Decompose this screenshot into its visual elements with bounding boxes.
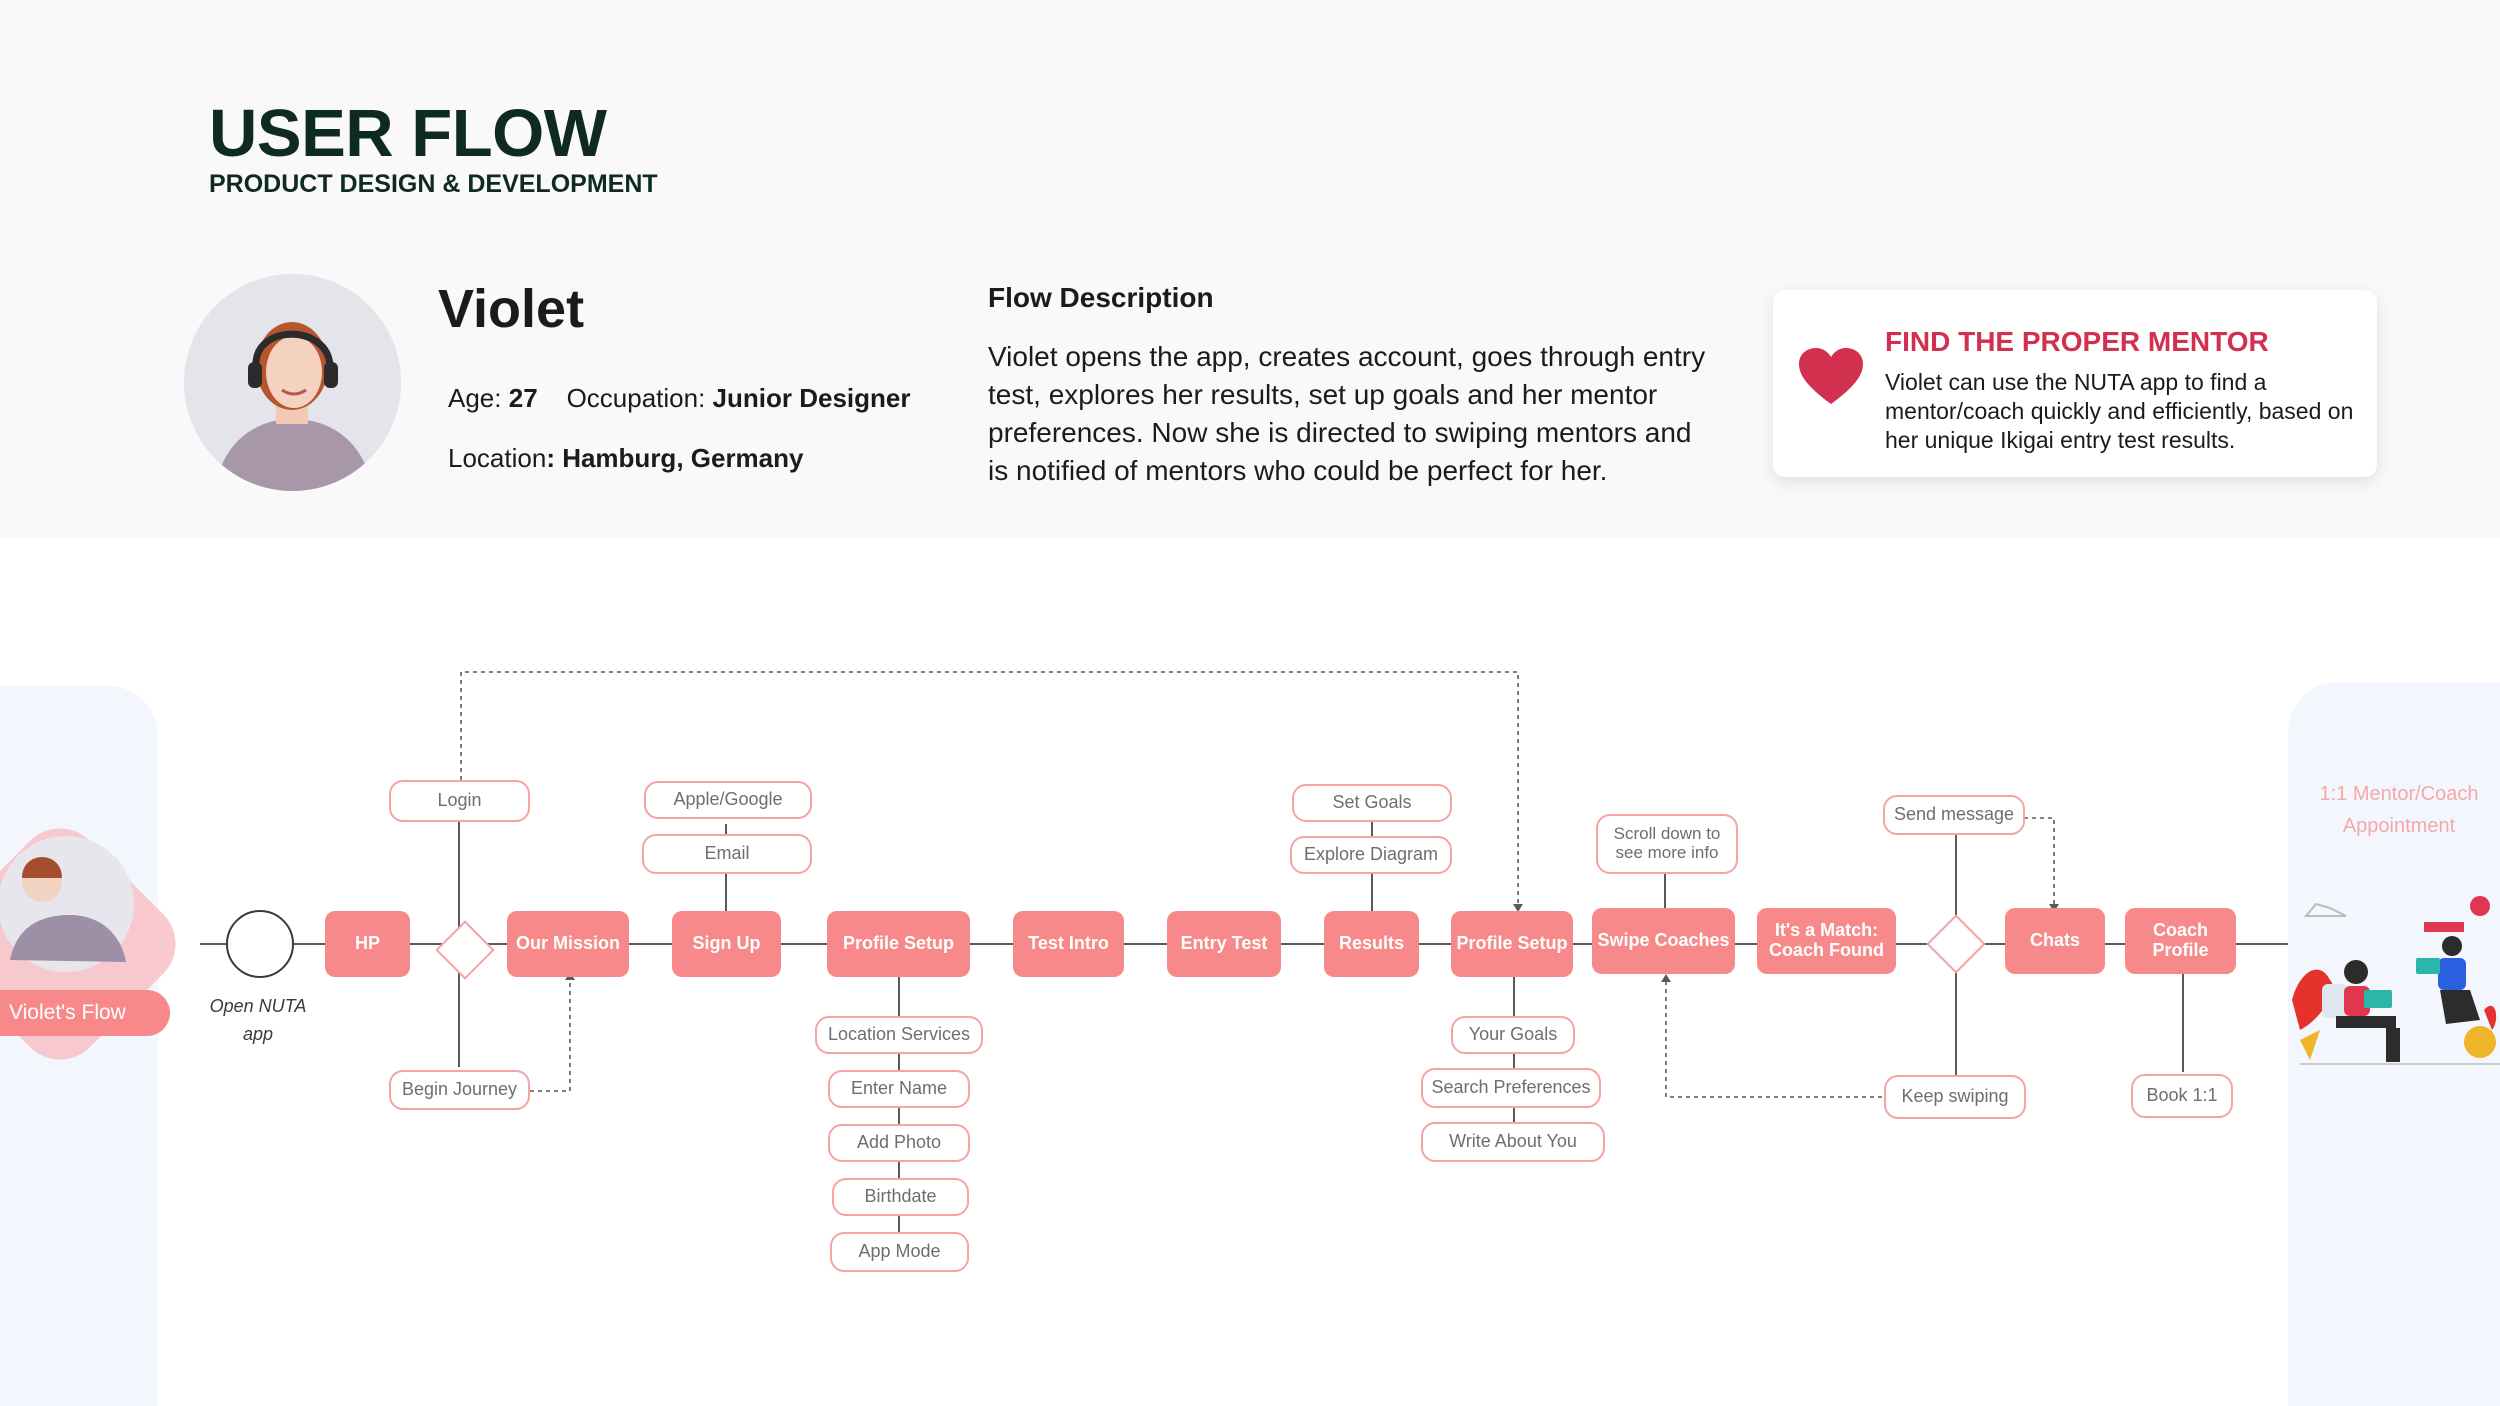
persona-photo-icon bbox=[184, 274, 401, 491]
persona-details: Age: 27 Occupation: Junior Designer bbox=[448, 385, 910, 411]
sub-begin-journey[interactable]: Begin Journey bbox=[389, 1070, 530, 1110]
location-label: Location bbox=[448, 443, 547, 473]
goal-card: FIND THE PROPER MENTOR Violet can use th… bbox=[1773, 290, 2377, 477]
start-label: Violet's Flow bbox=[0, 990, 170, 1036]
location-value: : Hamburg, Germany bbox=[546, 443, 804, 473]
step-test-intro[interactable]: Test Intro bbox=[1013, 911, 1124, 977]
page-subtitle: PRODUCT DESIGN & DEVELOPMENT bbox=[209, 170, 658, 198]
goal-card-heading: FIND THE PROPER MENTOR bbox=[1885, 326, 2269, 357]
decision-diamond bbox=[435, 920, 495, 980]
sub-explore-diagram[interactable]: Explore Diagram bbox=[1290, 836, 1452, 874]
sub-scroll-down[interactable]: Scroll down to see more info bbox=[1596, 814, 1738, 874]
step-hp[interactable]: HP bbox=[325, 911, 410, 977]
sub-apple-google[interactable]: Apple/Google bbox=[644, 781, 812, 819]
sub-set-goals[interactable]: Set Goals bbox=[1292, 784, 1452, 822]
sub-keep-swiping[interactable]: Keep swiping bbox=[1884, 1075, 2026, 1119]
sub-enter-name[interactable]: Enter Name bbox=[828, 1070, 970, 1108]
age-label: Age: bbox=[448, 383, 502, 413]
sub-email[interactable]: Email bbox=[642, 834, 812, 874]
persona-name: Violet bbox=[438, 279, 585, 339]
open-app-label: Open NUTA app bbox=[209, 996, 307, 1044]
sub-book[interactable]: Book 1:1 bbox=[2131, 1074, 2233, 1118]
occupation-label: Occupation: bbox=[566, 383, 706, 413]
step-swipe-coaches[interactable]: Swipe Coaches bbox=[1592, 908, 1735, 974]
step-our-mission[interactable]: Our Mission bbox=[507, 911, 629, 977]
flow-description-text: Violet opens the app, creates account, g… bbox=[988, 341, 1706, 486]
sub-send-message[interactable]: Send message bbox=[1883, 795, 2025, 835]
sub-search-preferences[interactable]: Search Preferences bbox=[1421, 1068, 1601, 1108]
heart-icon bbox=[1799, 348, 1863, 404]
page-title: USER FLOW bbox=[209, 96, 607, 171]
step-results[interactable]: Results bbox=[1324, 911, 1419, 977]
step-profile-setup[interactable]: Profile Setup bbox=[827, 911, 970, 977]
occupation-value: Junior Designer bbox=[712, 383, 911, 413]
sub-login[interactable]: Login bbox=[389, 780, 530, 822]
meeting-illustration-icon bbox=[2292, 896, 2500, 1065]
sub-location-services[interactable]: Location Services bbox=[815, 1016, 983, 1054]
sub-write-about-you[interactable]: Write About You bbox=[1421, 1122, 1605, 1162]
start-badge bbox=[0, 828, 176, 1060]
sub-app-mode[interactable]: App Mode bbox=[830, 1232, 969, 1272]
step-chats[interactable]: Chats bbox=[2005, 908, 2105, 974]
goal-card-text: Violet can use the NUTA app to find a me… bbox=[1885, 369, 2354, 453]
persona-avatar bbox=[184, 274, 401, 491]
decision-diamond bbox=[1926, 914, 1986, 974]
step-sign-up[interactable]: Sign Up bbox=[672, 911, 781, 977]
step-coach-profile[interactable]: Coach Profile bbox=[2125, 908, 2236, 974]
sub-your-goals[interactable]: Your Goals bbox=[1451, 1016, 1575, 1054]
persona-location: Location: Hamburg, Germany bbox=[448, 445, 803, 471]
start-node bbox=[226, 910, 294, 978]
end-label: 1:1 Mentor/Coach Appointment bbox=[2319, 783, 2479, 837]
step-entry-test[interactable]: Entry Test bbox=[1167, 911, 1281, 977]
sub-birthdate[interactable]: Birthdate bbox=[832, 1178, 969, 1216]
step-profile-setup-preferences[interactable]: Profile Setup bbox=[1451, 911, 1573, 977]
sub-add-photo[interactable]: Add Photo bbox=[828, 1124, 970, 1162]
age-value: 27 bbox=[508, 383, 538, 413]
flow-description-heading: Flow Description bbox=[988, 282, 1214, 313]
step-match[interactable]: It's a Match: Coach Found bbox=[1757, 908, 1896, 974]
